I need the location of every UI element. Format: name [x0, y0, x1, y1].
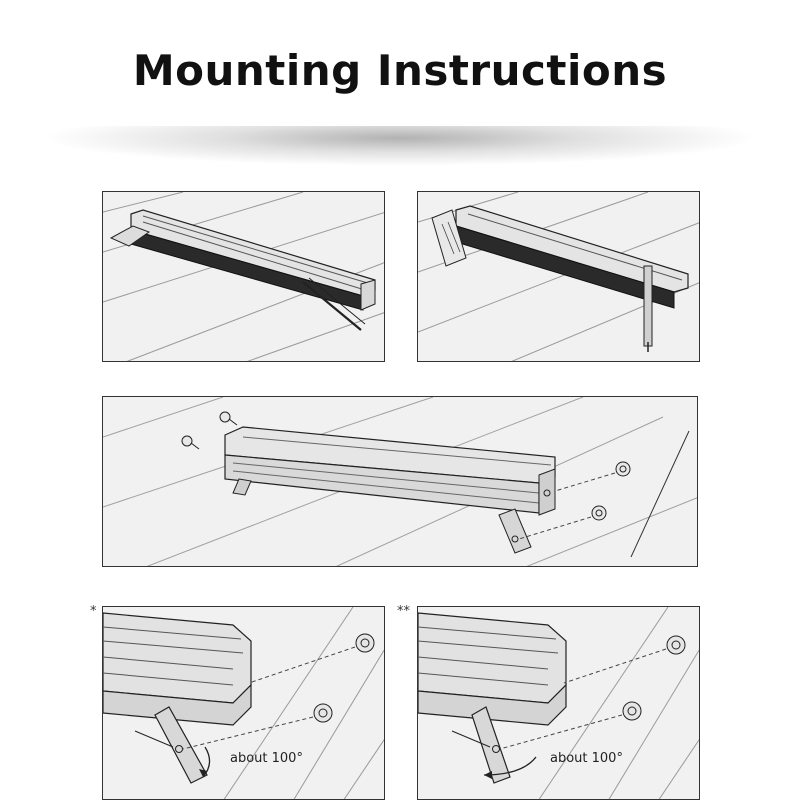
step-panel-rail-brackets [102, 191, 385, 362]
closeup-right-illustration [418, 607, 699, 799]
step-panel-closeup-left [102, 606, 385, 800]
panel-marker-single: * [90, 604, 97, 619]
step-panel-rail-hanger [417, 191, 700, 362]
page-title: Mounting Instructions [132, 46, 668, 95]
rail-brackets-illustration [103, 192, 384, 361]
panel-marker-double: ** [397, 604, 410, 619]
angle-label-left: about 100° [230, 751, 303, 766]
angle-label-right: about 100° [550, 751, 623, 766]
closeup-left-illustration [103, 607, 384, 799]
step-panel-closeup-right [417, 606, 700, 800]
step-panel-rail-screws [102, 396, 698, 567]
rail-hanger-illustration [418, 192, 699, 361]
rail-screws-illustration [103, 397, 697, 566]
title-shadow-divider [40, 126, 760, 166]
